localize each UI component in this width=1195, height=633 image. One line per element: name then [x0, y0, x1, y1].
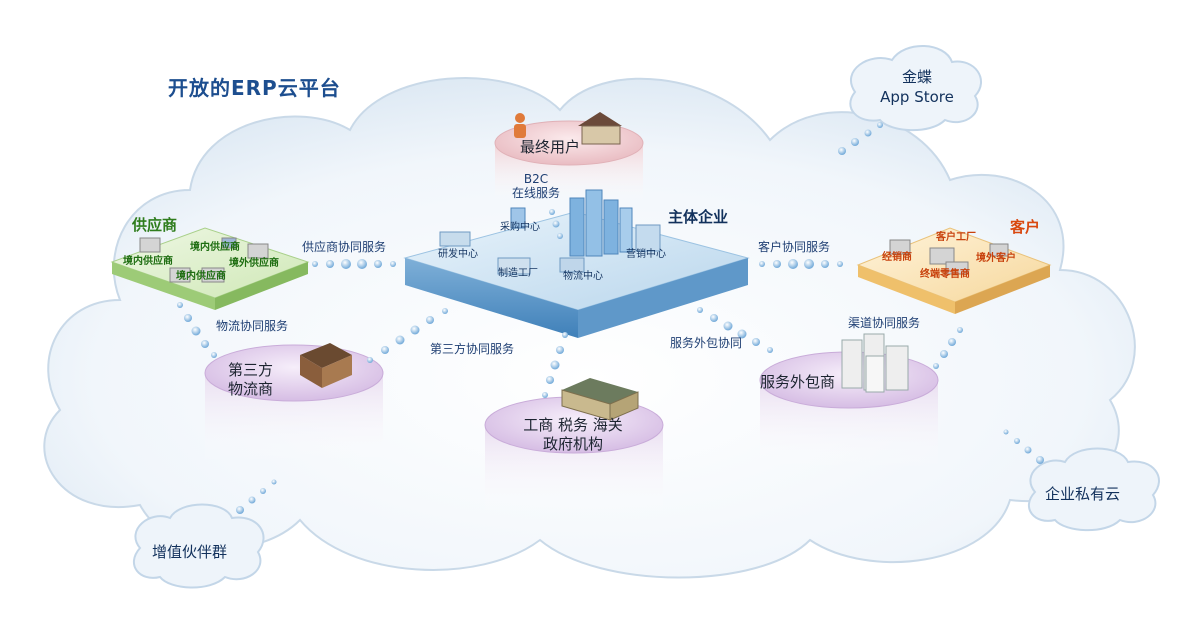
b2c-label: B2C 在线服务 [512, 173, 560, 199]
customer-retailer: 终端零售商 [920, 269, 970, 280]
third-party-collab-label: 第三方协同服务 [430, 342, 515, 356]
b2c-line1: B2C [523, 172, 549, 186]
private-cloud-bubble [1028, 447, 1160, 532]
customer-buildings [889, 239, 1009, 275]
end-user-label[interactable]: 最终用户 [520, 138, 581, 156]
connector-dots [236, 122, 1044, 514]
supplier-domestic-3: 境内供应商 [176, 271, 226, 282]
office-buildings-icon [841, 333, 909, 393]
customer-overseas: 境外客户 [976, 253, 1016, 264]
supplier-overseas: 境外供应商 [229, 258, 279, 269]
person-icon [514, 113, 526, 138]
private-cloud-label[interactable]: 企业私有云 [1045, 485, 1121, 503]
partners-cloud [133, 503, 265, 589]
app-store-cloud [849, 45, 982, 132]
app-store-line2: App Store [880, 87, 954, 106]
house-icon [578, 112, 622, 145]
government-line2: 政府机构 [542, 434, 603, 453]
enterprise-title[interactable]: 主体企业 [668, 208, 729, 226]
procurement-center-label: 采购中心 [500, 222, 540, 233]
outsourcer-label[interactable]: 服务外包商 [760, 373, 836, 391]
government-cylinder [484, 396, 664, 515]
outsourcing-collab-label: 服务外包协同 [670, 336, 743, 350]
supplier-collab-label: 供应商协同服务 [302, 240, 387, 254]
partners-label[interactable]: 增值伙伴群 [152, 543, 228, 561]
b2c-line2: 在线服务 [512, 186, 561, 200]
customer-collab-label: 客户协同服务 [758, 240, 831, 254]
app-store-label[interactable]: 金蝶 App Store [862, 68, 972, 107]
page-title: 开放的ERP云平台 [168, 76, 341, 100]
government-label[interactable]: 工商 税务 海关 政府机构 [488, 416, 658, 454]
third-party-logistics-label[interactable]: 第三方 物流商 [228, 361, 273, 399]
rnd-center-label: 研发中心 [438, 249, 478, 260]
channel-collab-label: 渠道协同服务 [848, 316, 921, 330]
customer-dealer: 经销商 [882, 252, 912, 263]
third-party-logistics-line1: 第三方 [228, 361, 274, 379]
logistics-center-label: 物流中心 [563, 271, 603, 282]
marketing-center-label: 营销中心 [626, 249, 666, 260]
supplier-platform [110, 227, 310, 310]
supplier-buildings [139, 237, 269, 283]
logistics-collab-label: 物流协同服务 [216, 319, 289, 333]
third-party-logistics-line2: 物流商 [228, 379, 274, 398]
government-building-icon [561, 378, 639, 421]
enterprise-towers [439, 189, 661, 275]
flow-dots [177, 209, 963, 398]
app-store-line1: 金蝶 [901, 68, 932, 86]
supplier-title[interactable]: 供应商 [132, 216, 178, 234]
customer-title[interactable]: 客户 [1010, 218, 1041, 236]
government-line1: 工商 税务 海关 [523, 416, 623, 434]
warehouse-icon [300, 343, 352, 388]
supplier-domestic-1: 境内供应商 [190, 242, 240, 253]
customer-factory: 客户工厂 [936, 232, 976, 243]
factory-label: 制造工厂 [498, 268, 538, 279]
supplier-domestic-2: 境内供应商 [123, 256, 173, 267]
